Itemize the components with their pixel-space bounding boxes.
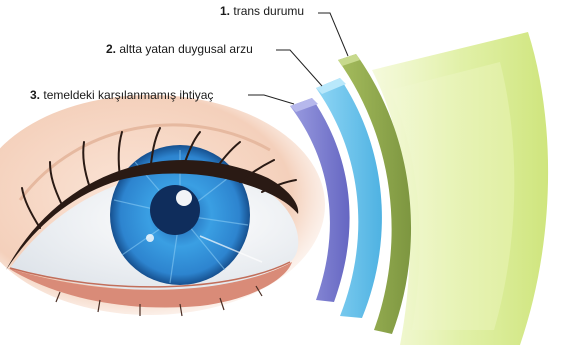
label-3-text: temeldeki karşılanmamış ihtiyaç — [43, 88, 213, 102]
eye-highlight-large — [176, 190, 192, 206]
label-1-text: trans durumu — [233, 4, 304, 18]
label-duygusal-arzu: 2. altta yatan duygusal arzu — [106, 42, 253, 56]
leader-line-1 — [318, 13, 348, 56]
label-2-number: 2. — [106, 42, 116, 56]
pupil — [150, 185, 200, 235]
leader-line-3 — [248, 95, 294, 104]
eye-highlight-small — [146, 234, 154, 242]
label-1-number: 1. — [220, 4, 230, 18]
label-trans-durumu: 1. trans durumu — [220, 4, 304, 18]
label-3-number: 3. — [30, 88, 40, 102]
leader-line-2 — [276, 50, 322, 86]
label-karsilanmamis-ihtiyac: 3. temeldeki karşılanmamış ihtiyaç — [30, 88, 213, 102]
label-2-text: altta yatan duygusal arzu — [119, 42, 252, 56]
